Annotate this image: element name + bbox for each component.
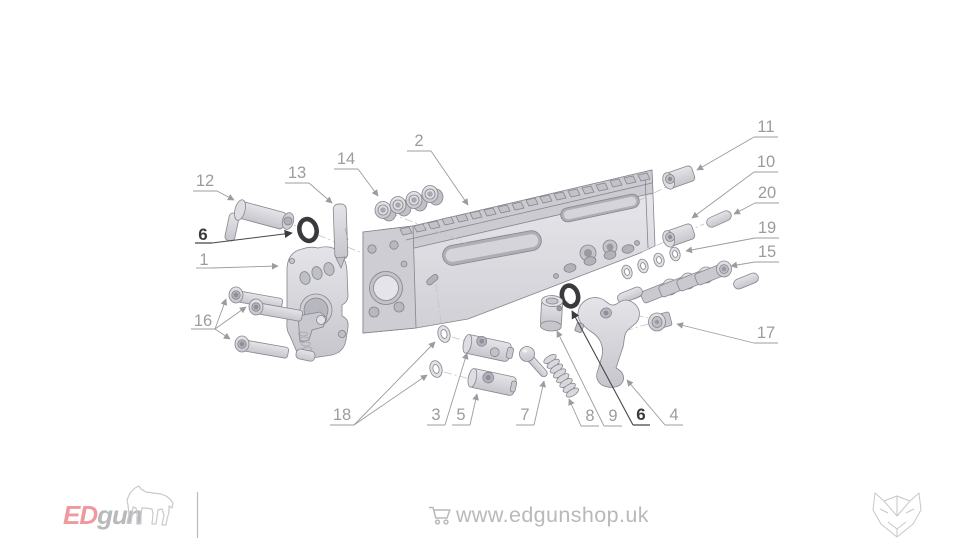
part-label-9: 9 [608,407,617,425]
part-label-7: 7 [520,406,529,424]
part-5-pin [467,368,518,396]
part-label-1: 1 [199,251,208,269]
part-label-11: 11 [757,118,774,136]
part-label-15: 15 [758,243,776,261]
part-label-17: 17 [757,324,775,342]
part-6-oring-left [297,216,319,244]
part-label-18: 18 [333,406,351,424]
part-label-20: 20 [758,184,776,202]
part-label-14: 14 [337,150,355,168]
part-label-12: 12 [196,172,214,190]
part-1-front-plate [286,246,349,362]
part-19-washers [621,246,681,280]
part-13-pin [332,203,349,270]
part-label-10: 10 [757,153,775,171]
part-8-spring [543,354,579,398]
part-20-pin [706,210,732,228]
part-label-6-left: 6 [198,225,207,244]
part-label-16: 16 [194,312,212,330]
footer: EDgun www.edgunshop.uk [63,485,922,538]
brand-logo-text: EDgun [63,500,142,530]
rail-slot [442,193,640,266]
part-18-washers [429,325,451,378]
part-label-3: 3 [431,406,440,424]
part-number-labels: 12 13 14 2 11 10 20 19 15 17 6 1 16 18 3… [191,118,779,427]
dog-logo-icon [126,485,174,526]
part-label-13: 13 [288,164,306,182]
part-12-plug [224,199,295,242]
part-label-4: 4 [669,406,678,424]
part-7-ball-link [519,346,548,378]
part-4-cocking-lever [574,297,640,388]
part-9-bushing [539,295,564,332]
side-holes [426,239,640,286]
leader-lines [211,136,756,427]
part-label-8: 8 [585,407,594,425]
part-15-screws [617,260,759,304]
part-label-5: 5 [456,406,465,424]
fox-logo-icon [872,492,922,538]
part-6-oring-right [559,283,581,309]
part-17-screw [648,311,673,332]
part-label-2: 2 [414,132,423,150]
plate-latch-assembly [295,311,328,362]
part-10-bushing [662,223,696,248]
part-label-19: 19 [758,219,776,237]
website-link[interactable]: www.edgunshop.uk [455,503,649,527]
part-16-screws [228,286,303,359]
end-face-holes [367,240,408,318]
brand-gun: gun [96,500,142,530]
part-label-6-right: 6 [636,405,645,424]
part-3-pin [462,334,515,362]
part-14-screws [374,185,444,222]
brand-ed: ED [63,500,98,530]
cart-icon [429,506,451,525]
part-2-chassis [362,169,656,334]
rail-teeth [399,172,651,236]
part-11-bushing [662,165,696,190]
